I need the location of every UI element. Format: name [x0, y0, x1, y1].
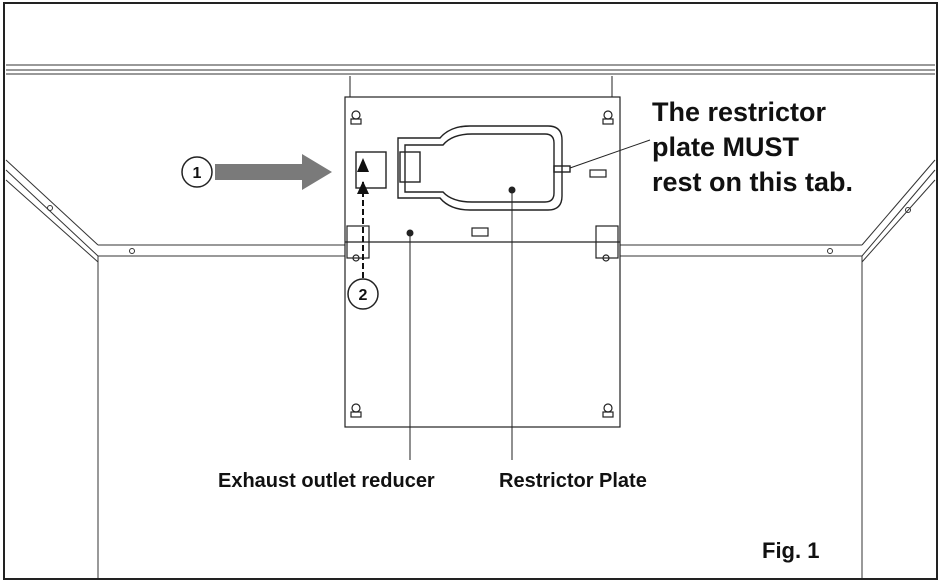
step2-number: 2 [359, 287, 368, 304]
step1-marker [181, 156, 213, 188]
cabinet-walls [97, 256, 863, 578]
figure-frame [3, 2, 938, 580]
step2-marker [347, 278, 379, 310]
callout-line2: plate MUST [652, 132, 800, 162]
plate-screws [350, 110, 614, 418]
restrictor-leader-dot [508, 186, 516, 194]
left-rail [5, 159, 99, 263]
restrictor-plate [355, 125, 571, 211]
exhaust-label: Exhaust outlet reducer [218, 470, 435, 492]
exhaust-leader-dot [406, 229, 414, 237]
tab-callout: The restrictor plate MUST rest on this t… [652, 97, 853, 197]
callout-line1: The restrictor [652, 97, 827, 127]
callout-line3: rest on this tab. [652, 167, 853, 197]
exhaust-outlet-reducer [344, 76, 621, 428]
leader-lines [406, 139, 651, 460]
step2-arrow: 2 [347, 158, 379, 310]
tab-leader [569, 139, 651, 169]
figure-caption: Fig. 1 [762, 538, 819, 563]
ceiling-edge [6, 64, 935, 75]
right-rail [861, 159, 936, 263]
step1-number: 1 [193, 165, 202, 182]
step1-arrow: 1 [181, 154, 332, 190]
restrictor-label: Restrictor Plate [499, 470, 647, 492]
